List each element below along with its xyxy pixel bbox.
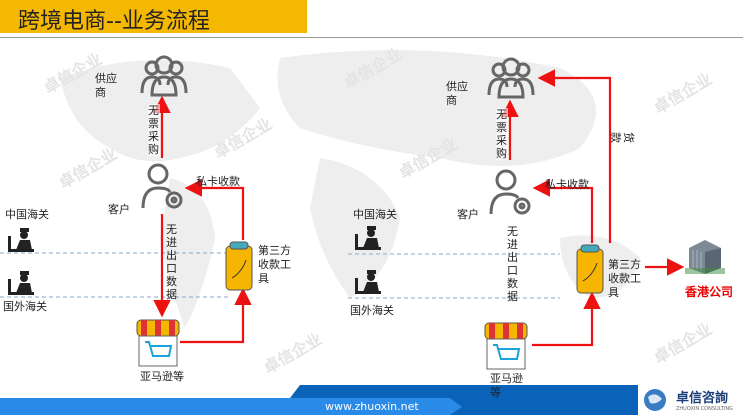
supplier-group-icon [487,57,535,99]
payment-label: 货款 [609,132,635,143]
supplier-label: 供应商 [446,80,468,107]
hk-building-icon [685,240,725,274]
no-invoice-purchase-label: 无票采购 [496,108,508,160]
customs-officer-icon [8,271,34,295]
store-label: 亚马逊等 [140,370,184,383]
footer-logo: 卓信咨詢 ZHUOXIN CONSULTING [638,385,743,415]
customs-cn-label: 中国海关 [5,208,49,221]
divider [0,37,743,38]
store-cart-icon [484,322,528,370]
customs-foreign-label: 国外海关 [350,304,394,317]
no-trade-data-label: 无进出口数据 [507,225,518,303]
private-card-label: 私卡收款 [196,175,240,188]
customs-officer-icon [355,226,381,250]
globe-logo-icon [644,389,666,411]
footer-band [0,385,638,415]
footer-url-link[interactable]: www.zhuoxin.net [325,400,419,413]
no-invoice-purchase-label: 无票采购 [148,104,160,156]
title-bar [0,0,307,33]
no-trade-data-label: 无进出口数据 [166,223,177,301]
logo-subtext: ZHUOXIN CONSULTING [676,406,733,412]
hk-company-label: 香港公司 [685,285,734,299]
store-cart-icon [136,319,180,367]
third-party-label: 第三方收款工具 [258,244,291,285]
third-party-label: 第三方收款工具 [608,258,641,299]
payment-tool-icon [576,244,604,294]
customer-label: 客户 [108,203,130,216]
supplier-label: 供应商 [95,72,117,99]
customs-officer-icon [355,270,381,294]
private-card-label: 私卡收款 [545,178,589,191]
logo-text: 卓信咨詢 [676,391,729,406]
customer-label: 客户 [457,208,479,221]
customs-cn-label: 中国海关 [353,208,397,221]
customer-gear-icon [489,169,531,215]
supplier-group-icon [140,55,188,97]
customs-foreign-label: 国外海关 [3,300,47,313]
store-label: 亚马逊等 [490,372,523,399]
customer-gear-icon [141,163,183,209]
payment-tool-icon [225,241,253,291]
page-title: 跨境电商--业务流程 [18,9,210,34]
customs-officer-icon [8,228,34,252]
